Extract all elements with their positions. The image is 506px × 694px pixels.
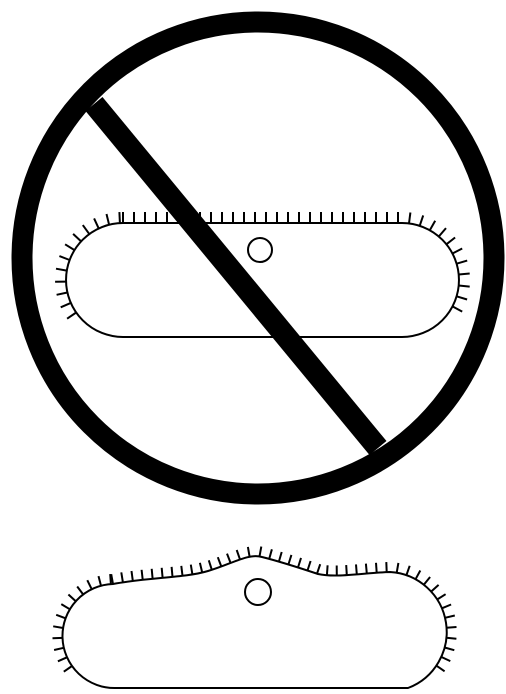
cilium [269,549,272,559]
cilium [57,293,68,295]
accepted-cell-cilia [53,547,457,672]
cilium [58,657,67,661]
cilium [237,550,240,559]
cilium [459,286,470,287]
cilium [457,296,468,299]
cilium [279,552,282,562]
cilium [327,565,328,575]
cilium [317,564,320,574]
cilium [87,580,91,589]
cilium [459,274,470,275]
cilium [61,303,71,307]
cilium [366,564,367,574]
cilium [132,571,133,581]
cilium [431,585,439,592]
cilium [77,587,83,595]
cilium [453,249,463,254]
cilium [56,615,65,619]
cilium [298,558,301,568]
cilium [436,666,444,672]
cilium [445,616,455,618]
cilium [288,555,291,565]
cilium [445,648,455,651]
cilium [442,605,451,609]
prohibition-slash [94,104,378,448]
cilium [416,571,421,580]
prohibited-cell-nucleus [248,238,272,262]
prohibition-sign [22,22,494,494]
cilium [430,221,435,231]
cilium [110,574,111,584]
accepted-cell-figure [53,547,457,688]
cilium [446,638,456,639]
cilium [61,604,70,609]
cilium [308,561,311,571]
cilium [424,577,430,585]
cilium [248,547,250,557]
cilium [356,564,357,574]
cilium [119,212,120,223]
cilium [67,313,76,319]
cilium [181,566,182,576]
cilium [107,214,110,225]
cilium [218,557,222,566]
cilium [209,560,212,570]
cilium [162,568,163,578]
prohibited-cell-figure [22,22,494,494]
cilium [121,572,123,582]
cilium [94,218,99,228]
cilium [142,570,143,580]
cilium [406,566,409,575]
cilium [152,569,153,579]
cilium [191,565,193,575]
cilium [53,626,63,628]
cilium [65,244,74,250]
cilium [68,595,75,602]
prohibition-ring [22,22,494,494]
cilium [73,234,81,242]
cilium [447,627,457,628]
cilium [453,306,463,311]
cilium [227,554,231,563]
cilium [64,666,72,672]
cilium [346,565,347,575]
cilium [56,269,67,271]
cilium [99,576,102,586]
cilium [376,563,377,573]
cilium [397,563,399,573]
cilium [439,228,446,236]
cilium [59,256,69,260]
cilium [446,238,455,245]
cilium [54,648,64,650]
cilium [420,215,424,225]
cilium [437,594,445,599]
cilium [172,567,173,577]
cilium [409,213,410,224]
cilium [260,547,262,557]
cilium [457,261,468,264]
accepted-cell-nucleus [245,579,271,605]
cilium [83,225,90,234]
cilium [441,657,450,661]
accepted-cell-outline [62,556,446,688]
cilium [200,563,202,573]
